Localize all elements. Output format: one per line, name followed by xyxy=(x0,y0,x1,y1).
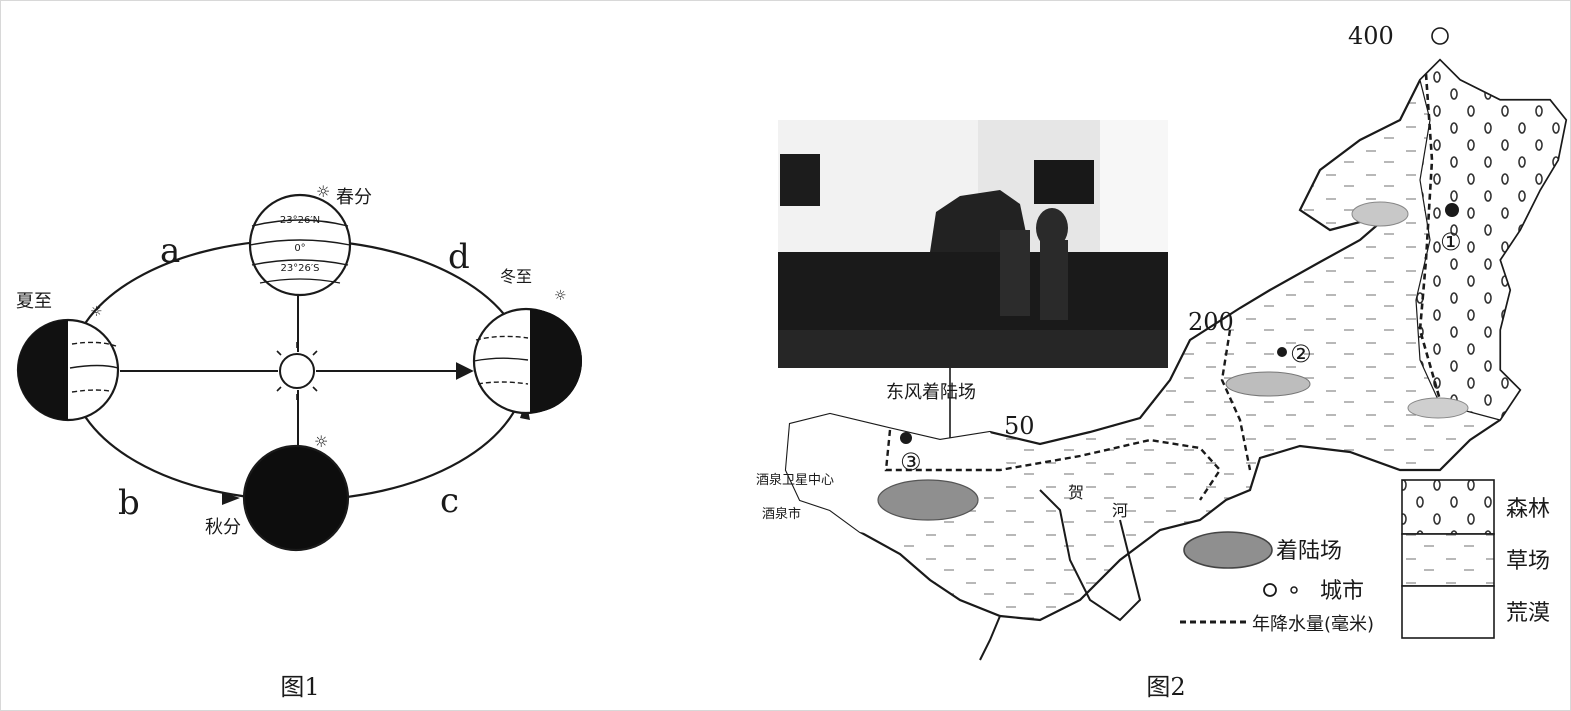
sunray-icon: ☼ xyxy=(316,182,330,201)
orbit-letter-d: d xyxy=(448,237,470,277)
city-dot-icon xyxy=(1445,203,1459,217)
orbit-letter-b: b xyxy=(118,483,140,523)
globe-autumn-equinox xyxy=(242,444,350,552)
lake-area xyxy=(1407,397,1469,419)
legend-left: 着陆场 城市 年降水量(毫米) xyxy=(1180,531,1374,635)
sunray-icon: ☼ xyxy=(90,304,103,320)
legend-city-label: 城市 xyxy=(1320,579,1364,604)
sun-icon xyxy=(268,342,326,400)
globe-summer-solstice xyxy=(16,318,120,422)
legend-precip-label: 年降水量(毫米) xyxy=(1252,614,1374,635)
place-marker-3: ③ xyxy=(900,448,922,476)
legend-grassland-swatch xyxy=(1401,533,1495,587)
photo-label-dongfeng: 东风着陆场 xyxy=(886,382,976,403)
legend-forest-label: 森林 xyxy=(1506,497,1550,522)
orbit-arrow-b xyxy=(222,492,240,505)
place-marker-1: ① xyxy=(1440,228,1462,256)
landing-site-photo xyxy=(778,120,1168,368)
legend-city-icon xyxy=(1263,583,1277,597)
figure2-caption: 图2 xyxy=(1146,673,1185,701)
isoline-200 xyxy=(1220,329,1252,471)
globe-label-equator: 0° xyxy=(294,243,305,254)
lake-area xyxy=(1351,201,1409,227)
globe-label-tropic-n: 23°26′N xyxy=(280,215,320,226)
figure1-caption: 图1 xyxy=(280,673,319,701)
globe-winter-solstice xyxy=(472,307,582,415)
orbit-letter-c: c xyxy=(440,481,459,521)
river-path xyxy=(1039,489,1142,622)
globe-spring-equinox: 23°26′N 0° 23°26′S xyxy=(248,193,352,297)
isoline-400 xyxy=(1418,73,1442,401)
isoline-label-200: 200 xyxy=(1188,308,1234,336)
label-spring-equinox: 春分 xyxy=(336,187,372,208)
place-label-jiuquan-city: 酒泉市 xyxy=(762,506,801,522)
city-dot-icon xyxy=(1277,347,1287,357)
globe-label-tropic-s: 23°26′S xyxy=(280,263,319,274)
isoline-label-400: 400 xyxy=(1348,22,1394,50)
legend-desert-label: 荒漠 xyxy=(1506,601,1550,626)
legend-landing-site-swatch xyxy=(1183,531,1273,569)
river-path xyxy=(979,615,1001,661)
legend-forest-swatch xyxy=(1401,479,1495,535)
legend-landing-site-label: 着陆场 xyxy=(1276,539,1342,564)
isoline-label-50: 50 xyxy=(1004,412,1035,440)
legend-town-icon xyxy=(1290,586,1298,594)
place-label-inner-a: 贺 xyxy=(1068,483,1084,502)
figure2-map: 东风着陆场 400 200 50 ① ② ③ 酒泉卫星中心 酒泉市 xyxy=(756,22,1568,701)
legend-desert-swatch xyxy=(1401,585,1495,639)
landing-site-area xyxy=(877,479,979,521)
sunray-icon: ☼ xyxy=(554,288,567,304)
sunray-icon: ☼ xyxy=(314,432,328,451)
legend-grassland-label: 草场 xyxy=(1506,549,1550,574)
place-marker-2: ② xyxy=(1290,340,1312,368)
city-dot-icon xyxy=(900,432,912,444)
legend-right: 森林 草场 荒漠 xyxy=(1401,479,1550,639)
place-label-inner-b: 河 xyxy=(1112,501,1128,520)
isoline-50 xyxy=(884,429,1222,501)
forest-zone xyxy=(1415,59,1567,421)
orbit-letter-a: a xyxy=(160,231,180,271)
landing-site-area xyxy=(1225,371,1311,397)
figure1-orbit-diagram: 23°26′N 0° 23°26′S ☼ 春分 夏至 ☼ 冬至 ☼ xyxy=(16,182,582,701)
label-autumn-equinox: 秋分 xyxy=(205,517,241,538)
city-marker-icon xyxy=(1431,27,1449,45)
label-summer-solstice: 夏至 xyxy=(16,291,52,312)
label-winter-solstice: 冬至 xyxy=(500,267,532,286)
place-label-jiuquan-center: 酒泉卫星中心 xyxy=(756,472,834,488)
